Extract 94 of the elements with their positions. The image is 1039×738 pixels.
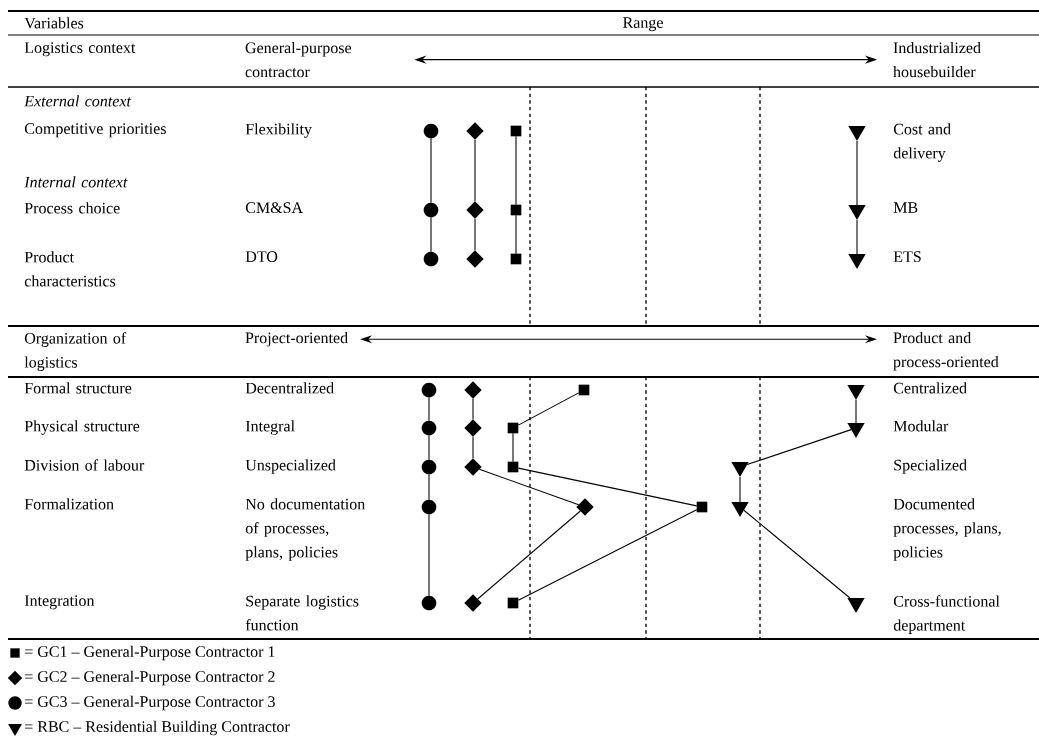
connector-line [428, 434, 430, 461]
range-end-label: Industrialized housebuilder [893, 42, 981, 78]
connector-line [478, 468, 580, 506]
square-marker [510, 125, 522, 137]
range-value: Decentralized [245, 382, 334, 394]
legend-text: = GC2 – General-Purpose Contractor 2 [25, 670, 275, 686]
subsection-heading: Internal context [24, 176, 128, 188]
range-value: Unspecialized [245, 459, 336, 474]
variable-name: Product characteristics [24, 251, 116, 287]
variable-name: Integration [24, 595, 95, 610]
circle-marker [421, 595, 437, 611]
range-value: DTO [245, 251, 278, 262]
diamond-marker [464, 381, 482, 399]
connector-line [739, 476, 741, 503]
connector-line [430, 216, 432, 253]
square-marker [578, 384, 590, 396]
connector-line [477, 510, 581, 600]
square-marker [507, 461, 519, 473]
range-value: Documented processes, plans, policies [893, 498, 1001, 561]
triangle-marker [731, 462, 749, 477]
triangle-marker [731, 502, 749, 517]
triangle-marker [848, 205, 866, 220]
connector-line [430, 137, 432, 204]
legend-text: = GC1 – General-Purpose Contractor 1 [25, 645, 275, 661]
triangle-marker [847, 598, 865, 613]
range-value: No documentation of processes, plans, policies [245, 498, 365, 561]
range-end-label: Project-oriented [245, 332, 348, 347]
connector-line [856, 219, 858, 255]
square-marker [696, 501, 708, 513]
variable-name: Division of labour [24, 459, 145, 471]
range-value: Cross-functional department [893, 595, 1000, 634]
square-marker [510, 204, 522, 216]
connector-line [472, 436, 474, 459]
connector-line [517, 467, 698, 507]
connector-line [517, 509, 698, 601]
connector-line [746, 429, 852, 466]
connector-line [428, 473, 430, 501]
diamond-marker [576, 498, 594, 516]
connector-line [515, 135, 517, 206]
range-value: Flexibility [245, 123, 312, 138]
connector-line [517, 392, 580, 426]
diamond-marker [466, 250, 484, 268]
connector-line [743, 509, 851, 599]
variable-name: Process choice [24, 202, 120, 214]
connector-line [855, 399, 857, 424]
range-value: Cost and delivery [893, 123, 951, 162]
connector-line [428, 513, 430, 597]
diamond-marker [464, 594, 482, 612]
variable-name: Formal structure [24, 382, 132, 394]
circle-marker [421, 499, 437, 515]
square-marker [510, 253, 522, 265]
circle-marker [421, 382, 437, 398]
range-end-label: Product and process-oriented [893, 332, 999, 371]
connector-line [512, 432, 514, 463]
column-header: Range [623, 17, 663, 32]
range-end-label: General-purpose contractor [245, 42, 352, 78]
connector-line [474, 139, 476, 202]
range-value: Modular [893, 420, 949, 432]
circle-marker [421, 420, 437, 436]
triangle-marker [847, 423, 865, 438]
legend-text: = GC3 – General-Purpose Contractor 3 [25, 695, 275, 711]
connector-line [856, 140, 858, 206]
diamond-marker [466, 201, 484, 219]
connector-line [474, 218, 476, 251]
diamond-marker [464, 458, 482, 476]
diamond-marker [466, 122, 484, 140]
diamond-marker [464, 419, 482, 437]
circle-marker [423, 123, 439, 139]
circle-marker [423, 202, 439, 218]
range-value: MB [893, 202, 918, 213]
range-value: Separate logistics function [245, 595, 359, 631]
variable-name: Formalization [24, 498, 114, 510]
section-heading: Logistics context [24, 42, 136, 57]
variable-name: Competitive priorities [24, 123, 166, 138]
range-value: Specialized [894, 459, 967, 474]
range-value: CM&SA [245, 202, 303, 214]
range-value: Centralized [893, 382, 967, 394]
range-value: Integral [245, 420, 295, 435]
variable-name: Physical structure [24, 420, 140, 435]
connector-line [515, 214, 517, 255]
triangle-marker [847, 385, 865, 400]
subsection-heading: External context [24, 95, 132, 107]
connector-line [472, 398, 474, 420]
range-value: ETS [893, 251, 921, 262]
square-marker [507, 597, 519, 609]
circle-marker [421, 459, 437, 475]
column-header: Variables [24, 17, 84, 29]
triangle-marker [848, 126, 866, 141]
square-marker [507, 422, 519, 434]
triangle-marker [848, 254, 866, 269]
legend-text: = RBC – Residential Building Contractor [25, 720, 290, 736]
connector-line [428, 396, 430, 422]
section-heading: Organization of logistics [24, 332, 127, 371]
circle-marker [423, 251, 439, 267]
